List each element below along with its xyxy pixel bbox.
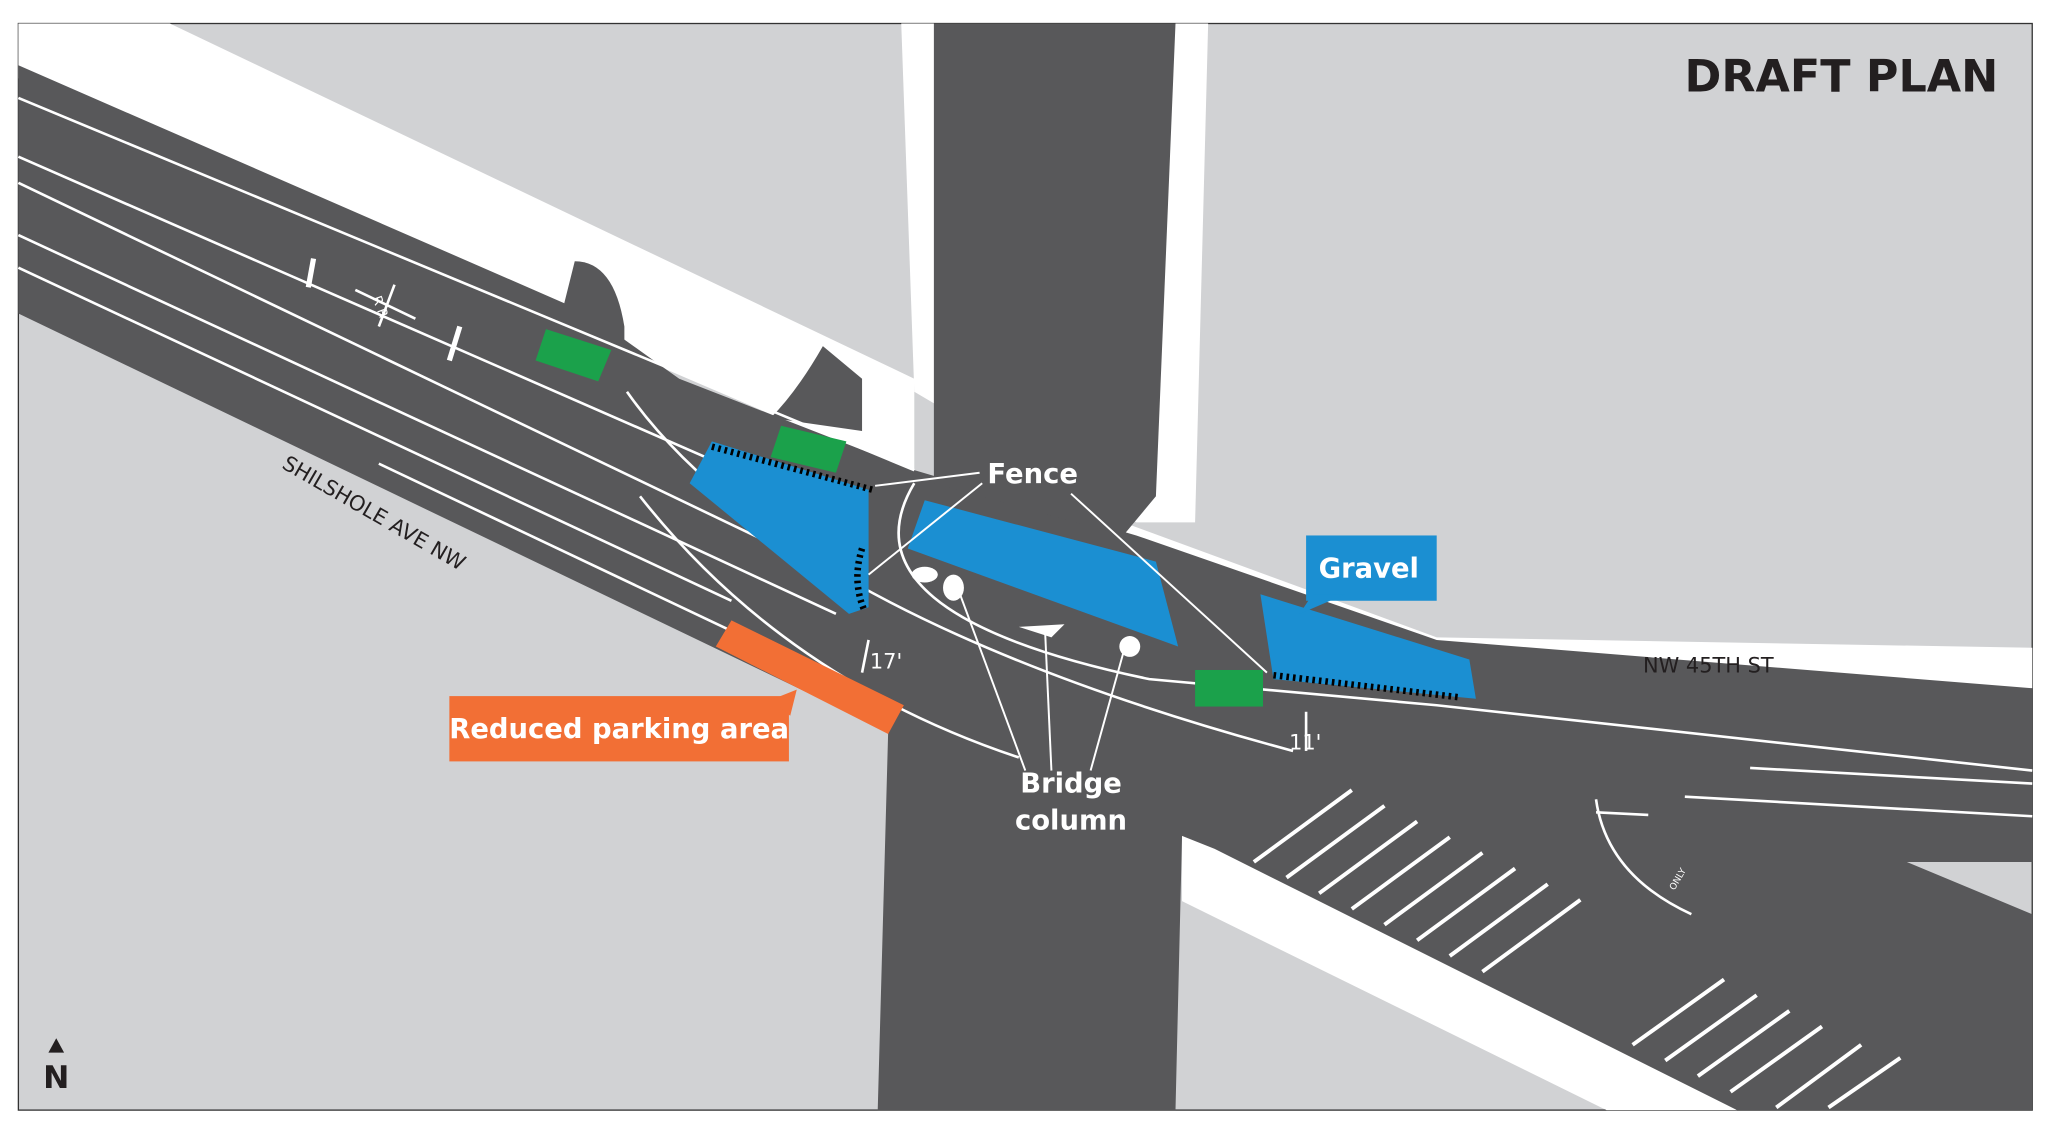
north-arrow-icon [48,1038,65,1053]
reduced-parking-label: Reduced parking area [449,714,789,745]
gravel-label: Gravel [1319,553,1419,584]
bridge-columns [911,566,1141,657]
crosswalk-stripes [305,258,1902,1110]
bridge-column-label-line2: column [1015,805,1127,836]
leader-lines [867,471,1268,771]
dimension-17ft: 17' [870,650,902,674]
map-title: DRAFT PLAN [1684,51,1998,102]
gravel-area-east [1260,594,1476,699]
street-label-nw-45th: NW 45TH ST [1643,654,1774,678]
lane-markings [17,96,2033,916]
gravel-area-west [689,441,869,614]
street-label-15th-ave: 15TH AVE NW [911,210,935,355]
railroad-crossing-icon [354,284,416,327]
reduced-parking-area [715,620,904,734]
gravel-area-center [907,500,1179,647]
bike-boxes [535,329,1263,707]
gravel-areas [689,441,1476,699]
fence-label: Fence [987,459,1078,490]
dimension-11ft: 11' [1289,731,1321,755]
fences [711,443,1461,701]
reduced-parking-callout: Reduced parking area [449,689,797,762]
north-label: N [43,1060,69,1096]
bridge-column-label-line1: Bridge [1020,769,1122,800]
gravel-callout: Gravel [1299,535,1437,614]
north-arrow: N [43,1038,69,1096]
